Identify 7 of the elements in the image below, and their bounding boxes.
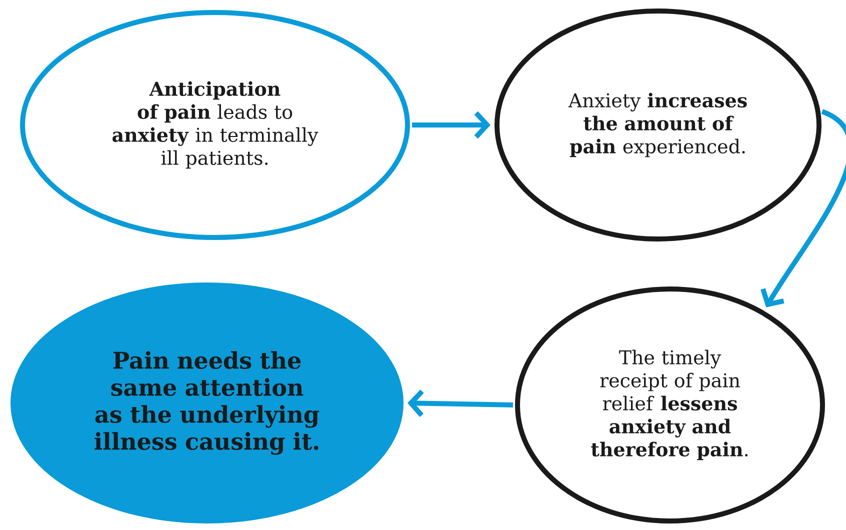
ellipse-node: Anxiety increases the amount of pain experienced. (494, 8, 822, 242)
arrow (760, 109, 846, 308)
arrow (408, 390, 514, 417)
ellipse-node: Anticipation of pain leads to anxiety in terminally ill patients. (20, 10, 410, 240)
arrow (412, 111, 490, 139)
filled-ellipse-node: Pain needs the same attention as the underlying illness causing it. (10, 282, 404, 524)
ellipse-node: The timely receipt of pain relief lessens anxiety and therefore pain. (515, 286, 825, 524)
